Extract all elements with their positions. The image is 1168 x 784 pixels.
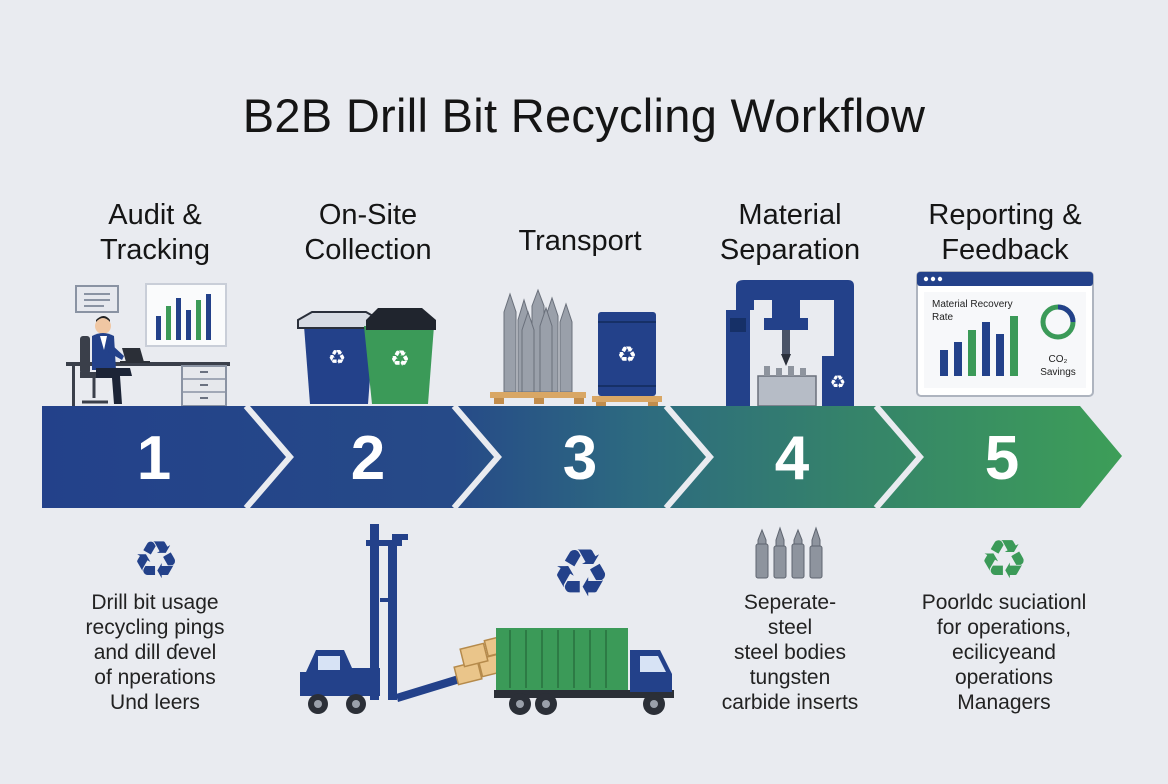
dashboard-co2-label: CO₂ [1049,354,1068,365]
drill-bits-pallet-icon: ♻ [490,288,662,406]
step-5-description: Poorldc suciationl for operations, ecili… [890,590,1118,715]
step-3-recycle-icon: ♻ [551,535,610,612]
forklift-truck-icon [300,524,674,715]
step-2-number: 2 [351,424,385,493]
step-5-title-line-1: Reporting & [928,199,1082,231]
step-5-recycle-icon: ♻ [980,528,1028,591]
office-desk-icon [66,283,230,407]
step-4-description-line-1: Seperate- [743,591,837,614]
step-1-recycle-icon: ♻ [133,531,180,591]
step-5-number: 5 [985,424,1019,493]
step-2-title-line-1: On-Site [318,199,418,231]
step-4-description-line-2: steel [767,616,813,639]
step-1-description-line-2: recycling pings [85,616,225,639]
step-5-title: Reporting & Feedback [895,198,1115,268]
dashboard-icon: Material Recovery Rate CO₂ Savings [916,271,1094,397]
dashboard-savings-label: Savings [1040,367,1076,378]
step-5-description-line-3: ecilicyeand [952,641,1056,664]
separation-machine-icon: ♻ [726,280,854,407]
step-1-description-line-1: Drill bit usage [91,591,219,614]
step-4-description: Seperate- steel steel bodies tungsten ca… [690,590,890,715]
step-1-number: 1 [137,424,171,493]
svg-text:♻: ♻ [617,343,637,368]
workflow-band: 1 2 3 4 5 [42,404,1122,510]
step-3-number: 3 [563,424,597,493]
step-2-title: On-Site Collection [268,198,468,268]
step-1-title: Audit & Tracking [60,198,250,268]
step-4-title-line-2: Separation [719,234,861,266]
dashboard-metric-label-1: Material Recovery [932,299,1013,310]
step-1-description: Drill bit usage recycling pings and dill… [50,590,260,715]
step-1-description-line-4: of nperations [94,666,216,689]
step-4-title: Material Separation [690,198,890,268]
step-1-description-line-3: and dill ɗevel [93,641,217,664]
svg-text:♻: ♻ [328,345,346,369]
step-2-title-line-2: Collection [304,234,432,266]
drill-bits-icon [755,526,823,579]
step-4-description-line-5: carbide inserts [721,691,859,714]
svg-text:♻: ♻ [830,372,846,393]
step-4-description-line-3: steel bodies [733,641,847,664]
step-1-title-line-2: Tracking [99,234,211,266]
svg-text:♻: ♻ [390,347,410,372]
step-1-description-line-5: Und leers [110,691,200,714]
dashboard-metric-label-2: Rate [932,312,954,323]
step-5-description-line-2: for operations, [936,616,1072,639]
recycling-bins-icon: ♻ ♻ [297,308,436,404]
step-4-title-line-1: Material [738,199,842,231]
page-title: B2B Drill Bit Recycling Workflow [242,89,926,142]
step-3-title: Transport [480,224,680,259]
step-4-description-line-4: tungsten [749,666,831,689]
step-5-description-line-4: operations [954,666,1054,689]
step-5-description-line-1: Poorldc suciationl [921,591,1087,614]
step-1-title-line-1: Audit & [108,199,202,231]
step-3-title-line-1: Transport [518,225,642,257]
step-5-description-line-5: Managers [957,691,1051,714]
step-5-title-line-2: Feedback [941,234,1069,266]
step-4-number: 4 [775,424,810,493]
